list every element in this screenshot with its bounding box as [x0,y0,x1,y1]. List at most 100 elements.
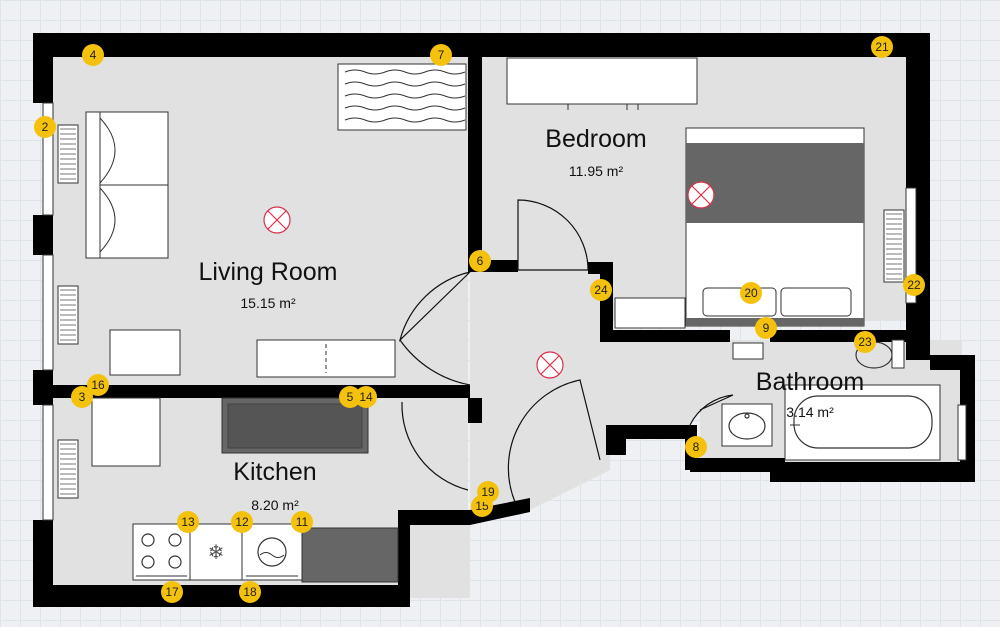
marker-badge[interactable] [430,44,452,66]
cabinet-kitchen [91,397,161,467]
windows [42,102,967,521]
marker-17[interactable]: 17 [161,581,183,603]
wall-kitchen-corner [398,510,470,607]
wall-left-bottom [33,520,53,605]
wall-bath-left-bottom [690,458,785,472]
marker-badge[interactable] [34,116,56,138]
wall-left-top [33,33,53,103]
marker-8[interactable]: 8 [685,436,707,458]
marker-badge[interactable] [469,250,491,272]
marker-16[interactable]: 16 [87,374,109,396]
window-kitchen [42,404,54,521]
door-swing-icon [507,379,601,503]
marker-label: 8 [693,440,700,454]
marker-label: 22 [907,278,921,292]
sofa-icon [85,111,169,259]
sideboard-living [256,339,396,378]
marker-23[interactable]: 23 [854,331,876,353]
room-label-kitchen: Kitchen 8.20 m² [233,458,316,513]
room-name: Bathroom [756,368,864,396]
room-area: 3.14 m² [786,404,834,420]
marker-badge[interactable] [82,44,104,66]
marker-label: 17 [165,585,179,599]
counter-kitchen-inner [227,403,363,449]
wall-living-kitchen [53,385,470,398]
marker-badge[interactable] [291,511,313,533]
marker-badge[interactable] [590,279,612,301]
svg-text:❄: ❄ [208,540,225,564]
marker-badge[interactable] [871,36,893,58]
marker-label: 3 [79,390,86,404]
marker-label: 18 [243,585,257,599]
marker-9[interactable]: 9 [755,317,777,339]
marker-badge[interactable] [355,386,377,408]
marker-2[interactable]: 2 [34,116,56,138]
marker-label: 20 [744,286,758,300]
marker-badge[interactable] [161,581,183,603]
washing-machine-icon [241,523,303,581]
hallway-floor [470,270,770,515]
furniture: ❄ [57,57,941,583]
radiator-icon [57,285,79,345]
window-living-bottom [42,254,54,371]
marker-badge[interactable] [903,274,925,296]
wall-top-right [470,33,930,57]
marker-label: 6 [477,254,484,268]
window-bathroom [957,404,967,461]
marker-20[interactable]: 20 [740,282,762,304]
marker-badge[interactable] [239,581,261,603]
marker-18[interactable]: 18 [239,581,261,603]
room-area: 8.20 m² [251,497,299,513]
door-swing-icon [517,199,589,271]
room-name: Bedroom [545,125,646,153]
room-area: 11.95 m² [569,163,624,179]
marker-badge[interactable] [755,317,777,339]
wall-bedroom-bottom [600,330,730,342]
marker-badge[interactable] [177,511,199,533]
marker-badge[interactable] [87,374,109,396]
marker-22[interactable]: 22 [903,274,925,296]
marker-label: 11 [296,515,309,529]
wall-vertical-divider-top [468,55,482,270]
marker-badge[interactable] [231,511,253,533]
marker-5[interactable]: 5 [339,386,361,408]
marker-7[interactable]: 7 [430,44,452,66]
marker-badge[interactable] [339,386,361,408]
radiator-icon [883,209,905,283]
cabinet-living-left [109,329,181,376]
counter-kitchen-dark [301,527,399,583]
wall-left-mid [33,215,53,255]
wardrobe-icon [506,57,698,110]
marker-11[interactable]: 11 [291,511,313,533]
marker-14[interactable]: 14 [355,386,377,408]
marker-badge[interactable] [71,386,93,408]
marker-label: 24 [594,283,608,297]
radiator-icon [57,124,79,184]
freezer-icon: ❄ [189,523,243,581]
marker-badge[interactable] [477,481,499,503]
ceiling-light-icon [263,206,291,234]
marker-21[interactable]: 21 [871,36,893,58]
marker-6[interactable]: 6 [469,250,491,272]
marker-label: 4 [90,48,97,62]
door-swing-icon [398,271,471,386]
marker-19[interactable]: 19 [477,481,499,503]
wall-bath-bottom [770,462,975,482]
marker-12[interactable]: 12 [231,511,253,533]
marker-badge[interactable] [740,282,762,304]
marker-label: 2 [42,120,49,134]
toilet-icon [855,339,905,369]
door-swing-icon [401,401,469,491]
marker-3[interactable]: 3 [71,386,93,408]
wall-kitchen-diagonal [470,498,530,525]
marker-24[interactable]: 24 [590,279,612,301]
stove-icon [132,523,191,581]
marker-badge[interactable] [685,436,707,458]
bathtub-icon [784,384,941,461]
marker-13[interactable]: 13 [177,511,199,533]
marker-4[interactable]: 4 [82,44,104,66]
marker-badge[interactable] [854,331,876,353]
wall-bottom-left [33,585,398,607]
sink-icon [721,403,773,447]
